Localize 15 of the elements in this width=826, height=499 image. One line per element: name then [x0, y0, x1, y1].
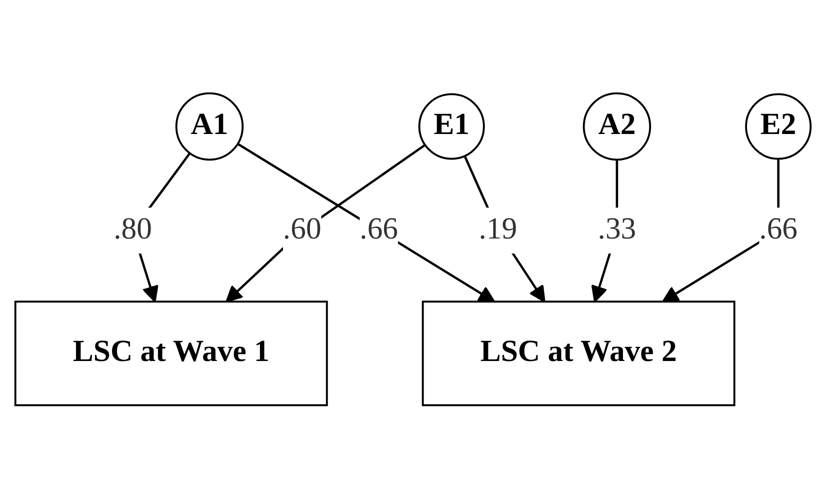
node-circle: A2	[582, 92, 652, 161]
edge-label: .33	[598, 214, 636, 246]
arrow	[464, 156, 546, 303]
node-circle: E2	[745, 93, 812, 160]
node-box: LSC at Wave 2	[422, 300, 736, 406]
edge-label: .60	[282, 214, 322, 246]
edge-label: .80	[114, 214, 152, 246]
node-circle: E1	[418, 93, 485, 160]
arrow	[226, 144, 426, 303]
node-circle: A1	[175, 92, 244, 161]
arrow	[237, 143, 496, 303]
node-box: LSC at Wave 1	[14, 300, 328, 406]
edge-label: .66	[360, 214, 398, 246]
edge-label: .66	[759, 214, 798, 246]
edge-label: .19	[478, 214, 518, 246]
